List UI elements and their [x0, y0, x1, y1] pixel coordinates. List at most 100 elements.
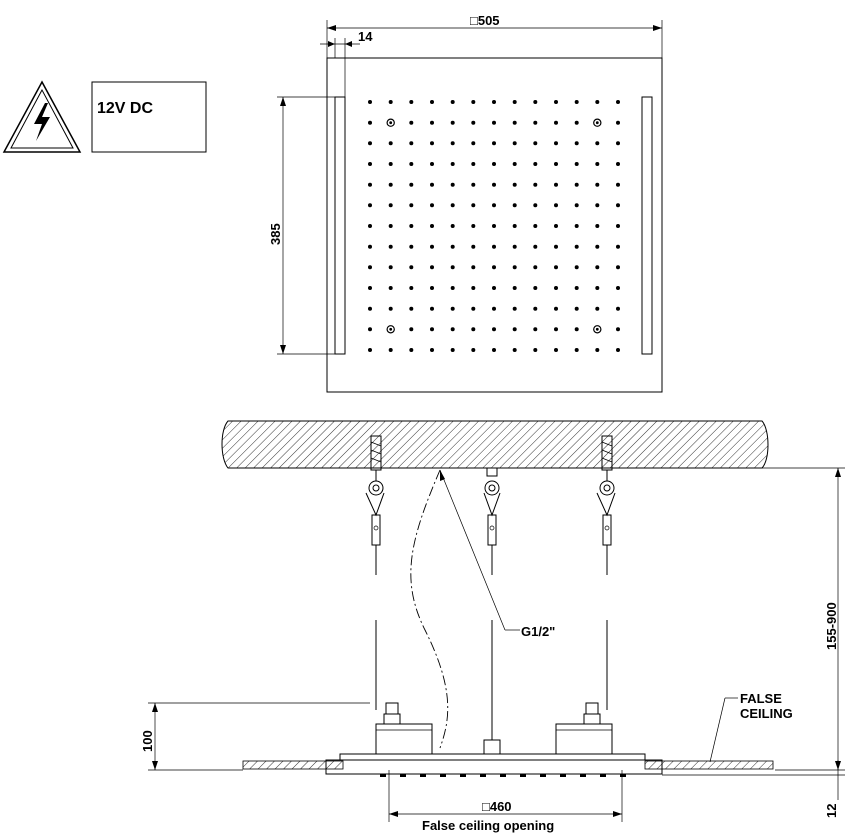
nozzle — [574, 120, 579, 125]
nozzle — [368, 203, 372, 208]
false-ceiling-leader: FALSE CEILING — [709, 691, 793, 763]
height-dimension-label: 385 — [268, 223, 283, 245]
nozzle — [430, 348, 434, 352]
nozzle — [616, 224, 620, 228]
dimension-width: □505 — [326, 13, 663, 58]
nozzle — [430, 100, 434, 104]
nozzle — [616, 203, 620, 208]
nozzle — [595, 182, 600, 187]
side-nozzle — [520, 774, 526, 777]
nozzle — [450, 224, 455, 228]
body-height-label: 100 — [140, 730, 155, 752]
nozzle — [450, 348, 455, 352]
nozzle — [574, 265, 579, 270]
nozzle — [554, 286, 558, 290]
nozzle — [430, 265, 434, 270]
nozzle — [430, 120, 434, 125]
nozzle — [409, 327, 414, 332]
nozzle — [492, 100, 496, 104]
nozzle — [595, 162, 600, 166]
dimension-height: 385 — [268, 96, 340, 355]
nozzle — [616, 265, 620, 270]
nozzle — [574, 244, 579, 249]
nozzle — [471, 203, 476, 208]
dimension-plate-thickness: 12 — [662, 760, 845, 818]
nozzle — [450, 203, 455, 208]
shower-plate — [325, 759, 663, 775]
nozzle — [616, 348, 620, 352]
junction-box-right — [555, 723, 613, 755]
hanger-right — [596, 435, 616, 710]
side-nozzle — [460, 774, 466, 777]
nozzle — [409, 182, 414, 187]
chromotherapy-led — [593, 325, 602, 334]
opening-size-label: □460 — [482, 799, 512, 814]
junction-box-left — [375, 723, 433, 755]
nozzle — [574, 203, 579, 208]
nozzle — [492, 306, 496, 311]
nozzle — [450, 182, 455, 187]
false-ceiling-label-line2: CEILING — [740, 706, 793, 721]
nozzle — [533, 203, 538, 208]
dimension-ceiling-gap: 155-900 — [762, 467, 845, 771]
nozzle — [554, 306, 558, 311]
nozzle — [533, 348, 538, 352]
nozzle — [368, 162, 372, 166]
chromotherapy-led — [386, 325, 395, 334]
chromotherapy-led-center — [595, 327, 599, 331]
nozzle — [450, 286, 455, 290]
nozzle — [512, 162, 517, 166]
nozzle — [450, 162, 455, 166]
nozzle — [595, 141, 600, 146]
chromotherapy-led-center — [389, 327, 393, 331]
side-nozzle — [440, 774, 446, 777]
nozzle — [409, 286, 414, 290]
nozzle — [595, 286, 600, 290]
nozzle — [471, 306, 476, 311]
nozzle — [368, 265, 372, 270]
nozzle — [554, 265, 558, 270]
nozzle — [595, 265, 600, 270]
nozzle — [492, 286, 496, 290]
nozzle — [512, 203, 517, 208]
side-nozzle — [500, 774, 506, 777]
nozzle — [450, 120, 455, 125]
led-strip-right — [641, 96, 653, 355]
nozzle — [595, 203, 600, 208]
nozzle — [595, 224, 600, 228]
nozzle — [450, 306, 455, 311]
nozzle — [533, 244, 538, 249]
nozzle — [533, 182, 538, 187]
nozzle — [471, 141, 476, 146]
nozzle — [492, 203, 496, 208]
nozzle — [450, 141, 455, 146]
nozzle — [616, 141, 620, 146]
nozzle — [512, 306, 517, 311]
ceiling-slab — [221, 420, 769, 469]
nozzle — [430, 224, 434, 228]
nozzle — [554, 100, 558, 104]
nozzle — [388, 141, 393, 146]
nozzle — [388, 203, 393, 208]
nozzle — [492, 265, 496, 270]
nozzle — [512, 348, 517, 352]
nozzle — [430, 327, 434, 332]
nozzle — [512, 265, 517, 270]
nozzle — [574, 348, 579, 352]
mounting-frame — [339, 753, 646, 761]
nozzle — [471, 182, 476, 187]
nozzle — [388, 348, 393, 352]
nozzle — [533, 306, 538, 311]
nozzle — [574, 327, 579, 332]
nozzle — [616, 182, 620, 187]
nozzle — [492, 162, 496, 166]
ceiling-gap-label: 155-900 — [824, 602, 839, 650]
nozzle — [409, 162, 414, 166]
hanger-left — [365, 435, 385, 710]
nozzle — [492, 141, 496, 146]
nozzle — [388, 224, 393, 228]
nozzle — [595, 306, 600, 311]
chromotherapy-led — [386, 118, 395, 127]
nozzle — [533, 120, 538, 125]
